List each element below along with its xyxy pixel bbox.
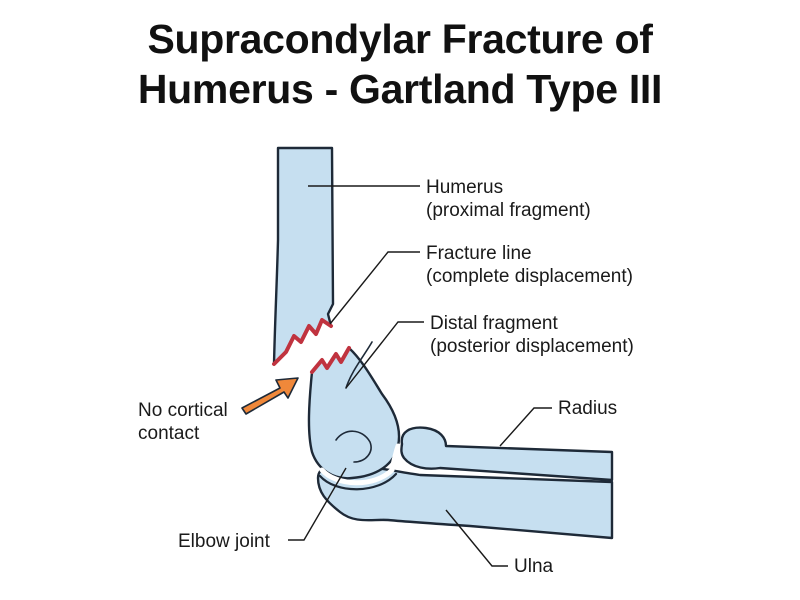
distal-inner-contour — [345, 341, 373, 389]
distal-fragment-label: Distal fragment — [430, 313, 558, 334]
fracture-line-distal — [310, 346, 351, 374]
radius-label: Radius — [558, 398, 617, 419]
elbow-joint-outline — [318, 472, 398, 491]
ulna-leader — [445, 509, 508, 567]
no-cortical-contact-sublabel: contact — [138, 423, 200, 444]
humerus-label: Humerus — [426, 177, 503, 198]
humerus-bone — [272, 146, 335, 366]
elbow-joint-surface — [319, 443, 401, 486]
no-cortical-contact-label: No cortical — [138, 400, 228, 421]
title-line-2: Humerus - Gartland Type III — [137, 66, 663, 112]
elbow-joint-label: Elbow joint — [178, 531, 271, 552]
elbow-joint-leader — [288, 467, 347, 541]
humerus-sublabel: (proximal fragment) — [426, 200, 591, 221]
fracture-line-sublabel: (complete displacement) — [426, 266, 633, 287]
distal-fragment-leader — [345, 321, 424, 389]
fracture-line-label: Fracture line — [426, 243, 532, 264]
distal-fragment-sublabel: (posterior displacement) — [430, 336, 634, 357]
radius-leader — [499, 407, 552, 447]
radius-bone — [400, 426, 614, 482]
condyle-contour — [335, 430, 372, 463]
title-line-1: Supracondylar Fracture of — [147, 16, 653, 62]
no-contact-arrow — [241, 377, 299, 415]
fracture-line-proximal — [272, 318, 333, 366]
fracture-line-leader — [329, 251, 420, 325]
ulna-label: Ulna — [514, 556, 554, 577]
diagram-title: Supracondylar Fracture of Humerus - Gart… — [0, 14, 800, 114]
distal-fragment-bone — [307, 346, 401, 480]
